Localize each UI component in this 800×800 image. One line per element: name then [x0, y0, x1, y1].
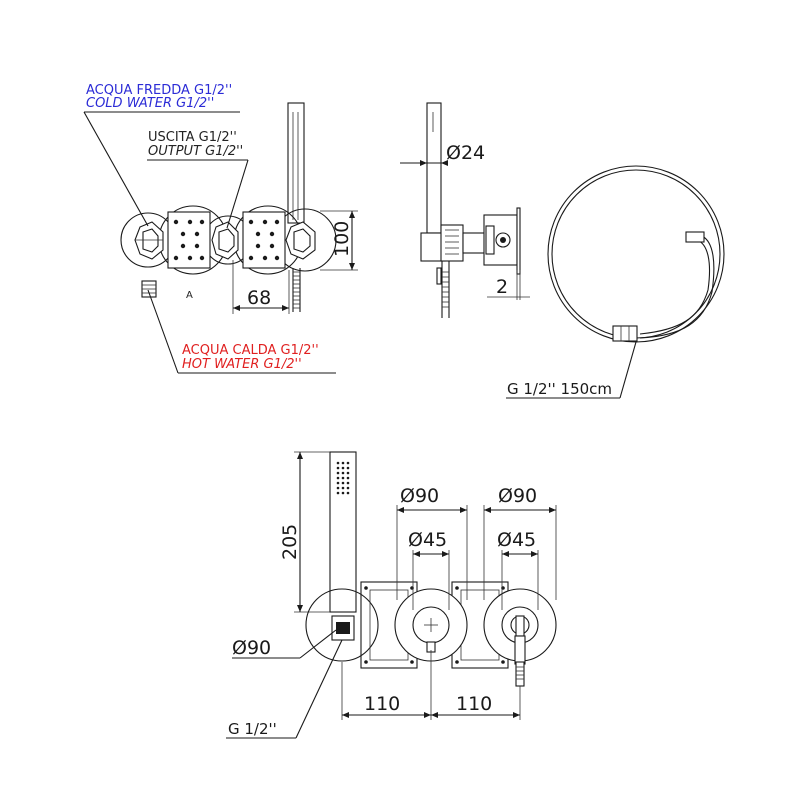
- dim-68: 68: [247, 287, 271, 309]
- side-body: [462, 232, 486, 254]
- wall-dim-leader: [299, 629, 337, 659]
- hot-water-label-it: ACQUA CALDA G1/2'': [182, 343, 319, 358]
- dim-left-45: Ø45: [408, 529, 447, 551]
- cold-leader: [83, 111, 149, 227]
- dim-24: Ø24: [446, 142, 485, 164]
- side-wall: [516, 207, 521, 275]
- top-view: A 100 68 ACQUA FREDDA G1/2'' COLD WATER …: [83, 83, 358, 374]
- dim-2: 2: [496, 276, 508, 298]
- hose-stub: [292, 268, 301, 312]
- side-handshower: [426, 102, 442, 234]
- hose-ribs: [293, 271, 300, 309]
- output-label-en: OUTPUT G1/2'': [148, 144, 243, 159]
- hose-end-top: [685, 231, 705, 243]
- front-handshower: [329, 451, 357, 613]
- dim-left-90: Ø90: [400, 485, 439, 507]
- handshower-body: [287, 102, 305, 224]
- outlet-leader: [295, 639, 343, 739]
- dim-right-45: Ø45: [497, 529, 536, 551]
- output-label-it: USCITA G1/2'': [148, 130, 237, 145]
- hose-coil: G 1/2'' 150cm: [506, 165, 725, 399]
- dim-spacing-2: 110: [456, 693, 492, 715]
- dim-100: 100: [331, 221, 353, 257]
- connector-cold: [134, 221, 164, 260]
- cold-water-label-it: ACQUA FREDDA G1/2'': [86, 83, 232, 98]
- cold-water-label-en: COLD WATER G1/2'': [86, 96, 214, 111]
- shower-nozzles: [336, 461, 350, 495]
- hot-water-label-en: HOT WATER G1/2'': [182, 357, 302, 372]
- dim-right-90: Ø90: [498, 485, 537, 507]
- frame-holes: [364, 586, 505, 664]
- outlet-thread-label: G 1/2'': [228, 720, 277, 738]
- hose-end-bottom: [612, 325, 638, 342]
- dim-wall-90: Ø90: [232, 637, 271, 659]
- dim-spacing-1: 110: [364, 693, 400, 715]
- hot-leader: [147, 289, 179, 374]
- side-view: Ø24 2: [400, 102, 530, 318]
- front-view: 205 Ø90 G 1/2'': [226, 451, 557, 739]
- connector-diverter: [285, 221, 316, 260]
- plate-holes: [173, 219, 280, 261]
- diverter-handle: [515, 615, 525, 637]
- dim-205: 205: [279, 524, 301, 560]
- hose-leader: [619, 341, 637, 399]
- side-hose-ribs: [442, 271, 449, 308]
- output-leader: [226, 159, 249, 229]
- section-mark-a: A: [186, 290, 193, 301]
- wall-outlet-plate: [305, 588, 379, 662]
- connector-output: [211, 221, 239, 260]
- hose-spec-label: G 1/2'' 150cm: [507, 380, 612, 398]
- diverter-hose-stub: [515, 661, 525, 687]
